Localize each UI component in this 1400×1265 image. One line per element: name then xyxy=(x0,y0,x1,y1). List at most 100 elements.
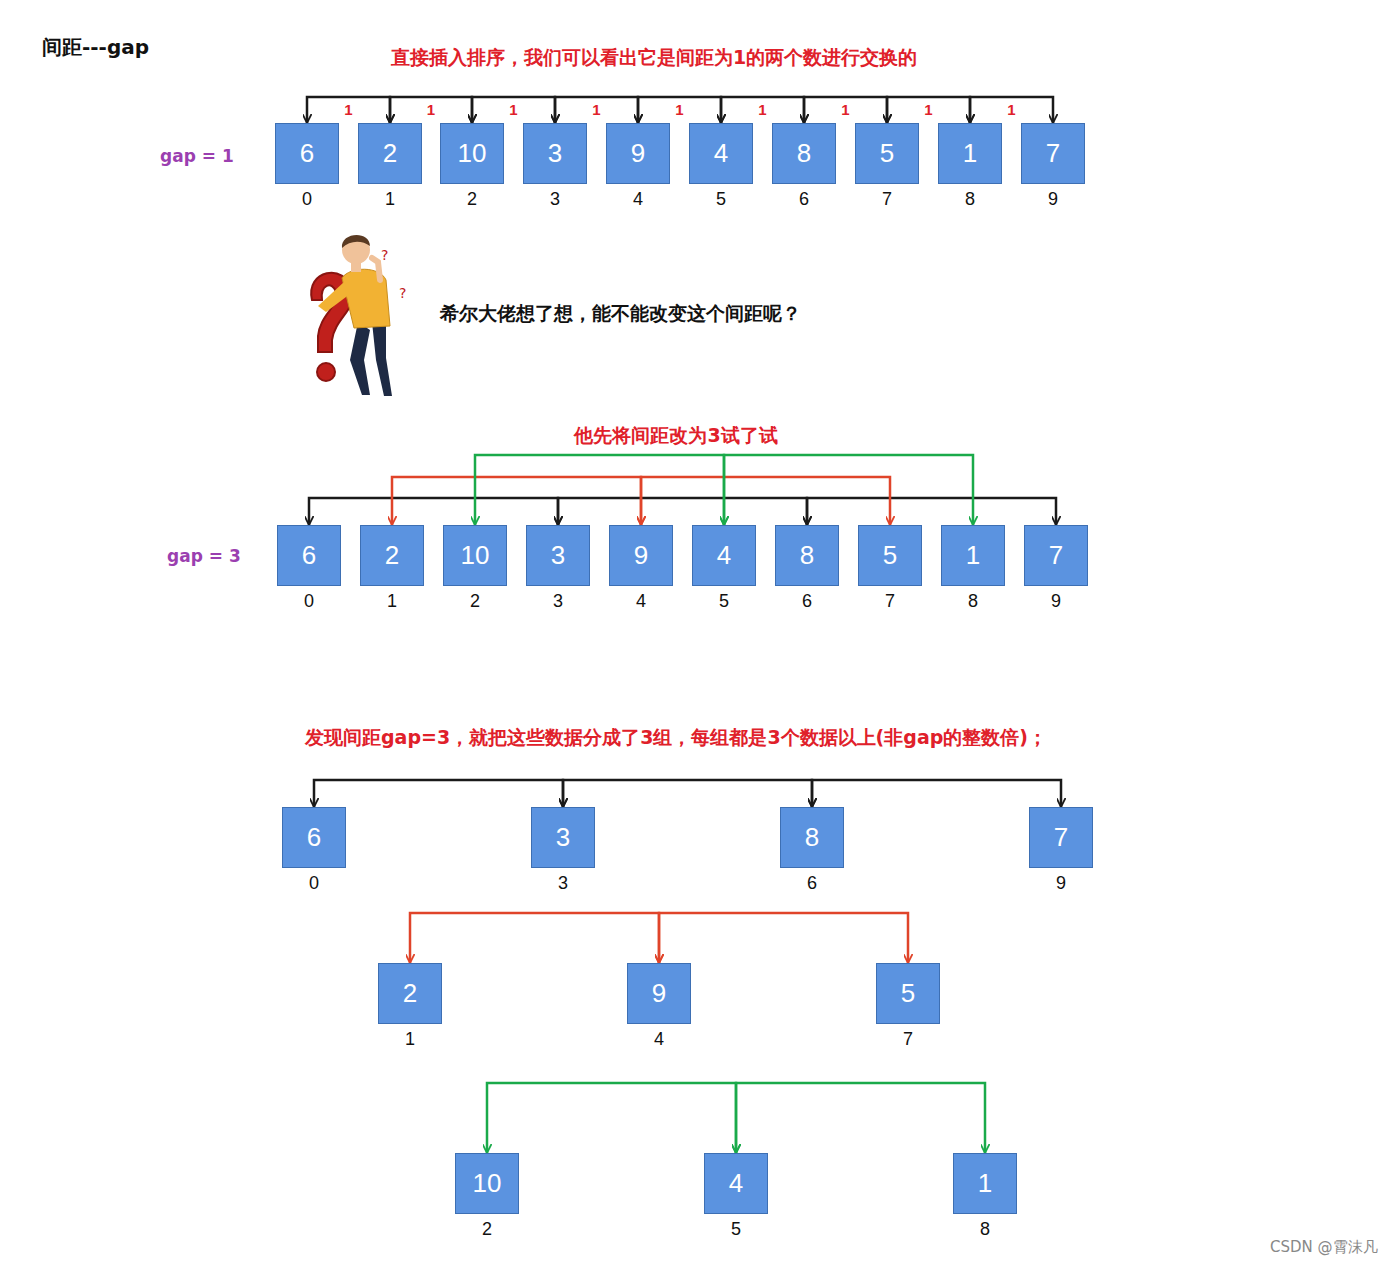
cell-value: 10 xyxy=(458,138,487,169)
value-box: 7 xyxy=(1021,123,1085,184)
cell-index: 7 xyxy=(866,1029,950,1050)
swap-connector xyxy=(555,97,638,123)
swap-connector xyxy=(487,1083,736,1153)
gap-label: gap = 1 xyxy=(160,146,234,166)
gap-number: 1 xyxy=(1006,102,1016,118)
array-cell: 21 xyxy=(358,123,422,213)
cell-value: 7 xyxy=(1046,138,1060,169)
question-mark-dot xyxy=(317,363,335,381)
person-hair xyxy=(342,235,370,248)
value-box: 9 xyxy=(627,963,691,1024)
swap-connector xyxy=(392,477,641,525)
gap-number: 1 xyxy=(426,102,436,118)
array-cell: 102 xyxy=(443,525,507,615)
swap-connector xyxy=(812,780,1061,807)
cell-value: 9 xyxy=(631,138,645,169)
swap-connector xyxy=(309,498,558,525)
cell-index: 5 xyxy=(682,591,766,612)
swap-connector xyxy=(736,1083,985,1153)
value-box: 5 xyxy=(876,963,940,1024)
array-cell: 21 xyxy=(378,963,442,1053)
value-box: 4 xyxy=(692,525,756,586)
array-cell: 94 xyxy=(609,525,673,615)
cell-index: 9 xyxy=(1011,189,1095,210)
gap-number: 1 xyxy=(757,102,767,118)
value-box: 2 xyxy=(358,123,422,184)
array-cell: 45 xyxy=(692,525,756,615)
value-box: 9 xyxy=(609,525,673,586)
swap-connector xyxy=(887,97,970,123)
cell-value: 1 xyxy=(963,138,977,169)
cell-index: 3 xyxy=(521,873,605,894)
value-box: 8 xyxy=(772,123,836,184)
value-box: 6 xyxy=(282,807,346,868)
gap-number: 1 xyxy=(591,102,601,118)
cell-index: 4 xyxy=(617,1029,701,1050)
value-box: 5 xyxy=(858,525,922,586)
value-box: 2 xyxy=(360,525,424,586)
value-box: 5 xyxy=(855,123,919,184)
value-box: 10 xyxy=(440,123,504,184)
value-box: 10 xyxy=(443,525,507,586)
array-cell: 79 xyxy=(1029,807,1093,897)
swap-connector xyxy=(472,97,555,123)
array-cell: 86 xyxy=(780,807,844,897)
question-mark: ? xyxy=(399,285,406,301)
value-box: 6 xyxy=(277,525,341,586)
array-cell: 18 xyxy=(938,123,1002,213)
gap-number: 1 xyxy=(923,102,933,118)
array-cell: 33 xyxy=(531,807,595,897)
value-box: 8 xyxy=(780,807,844,868)
swap-connector xyxy=(641,477,890,525)
cell-value: 8 xyxy=(800,540,814,571)
value-box: 8 xyxy=(775,525,839,586)
cell-index: 2 xyxy=(445,1219,529,1240)
person-arm-raised xyxy=(372,258,380,280)
watermark: CSDN @霄沫凡 xyxy=(1270,1238,1378,1257)
array-cell: 33 xyxy=(526,525,590,615)
cell-index: 5 xyxy=(694,1219,778,1240)
array-cell: 45 xyxy=(704,1153,768,1243)
swap-connector xyxy=(558,498,807,525)
value-box: 1 xyxy=(938,123,1002,184)
swap-connector xyxy=(804,97,887,123)
value-box: 6 xyxy=(275,123,339,184)
array-cell: 86 xyxy=(775,525,839,615)
array-cell: 57 xyxy=(855,123,919,213)
array-cell: 21 xyxy=(360,525,424,615)
step-note: 他先将间距改为3试了试 xyxy=(574,423,777,449)
cell-index: 4 xyxy=(596,189,680,210)
array-cell: 33 xyxy=(523,123,587,213)
person-arm xyxy=(318,282,350,312)
array-cell: 45 xyxy=(689,123,753,213)
swap-connector xyxy=(970,97,1053,123)
cell-index: 1 xyxy=(348,189,432,210)
thinking-person xyxy=(311,235,392,396)
swap-connector xyxy=(724,455,973,525)
person-leg xyxy=(372,322,392,396)
array-cell: 94 xyxy=(606,123,670,213)
cell-index: 7 xyxy=(848,591,932,612)
cell-value: 10 xyxy=(461,540,490,571)
cell-value: 9 xyxy=(634,540,648,571)
cell-value: 3 xyxy=(548,138,562,169)
cell-index: 6 xyxy=(762,189,846,210)
grouping-note: 发现间距gap=3，就把这些数据分成了3组，每组都是3个数据以上(非gap的整数… xyxy=(305,725,1047,751)
cell-index: 3 xyxy=(513,189,597,210)
cell-value: 7 xyxy=(1049,540,1063,571)
cell-index: 9 xyxy=(1014,591,1098,612)
cell-value: 3 xyxy=(551,540,565,571)
question-mark: ? xyxy=(381,247,388,263)
array-cell: 18 xyxy=(941,525,1005,615)
cell-index: 1 xyxy=(368,1029,452,1050)
array-cell: 79 xyxy=(1021,123,1085,213)
array-cell: 60 xyxy=(277,525,341,615)
array-cell: 102 xyxy=(440,123,504,213)
cell-value: 1 xyxy=(966,540,980,571)
gap-number: 1 xyxy=(840,102,850,118)
value-box: 7 xyxy=(1029,807,1093,868)
array-cell: 79 xyxy=(1024,525,1088,615)
swap-connector xyxy=(390,97,472,123)
cell-index: 8 xyxy=(928,189,1012,210)
